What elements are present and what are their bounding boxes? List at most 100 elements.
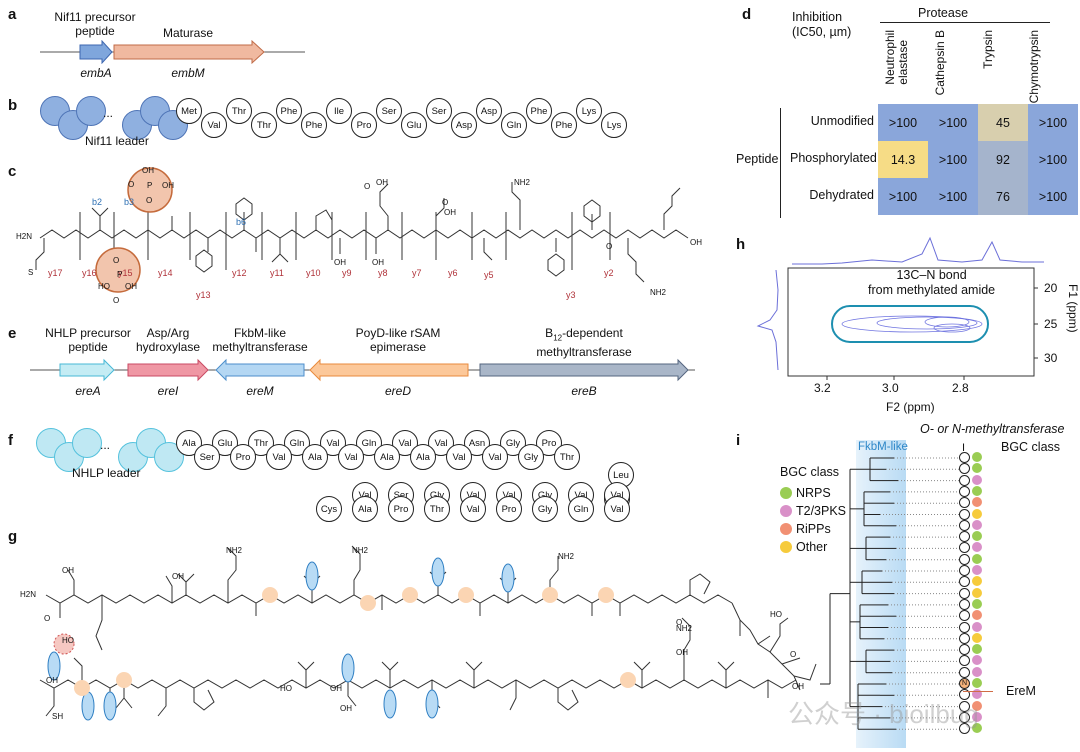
o-methyltransferase-marker — [959, 485, 970, 497]
f1-projection — [756, 269, 779, 371]
watermark: 公众号 · bioilbug — [788, 699, 979, 729]
residue: Pro — [230, 444, 256, 470]
gene-cluster-e — [30, 358, 695, 382]
erem-label: EreM — [1006, 684, 1036, 698]
phospho-group-top — [127, 167, 173, 213]
o-methyltransferase-marker — [959, 700, 970, 712]
peptide-side-label: Peptide — [736, 152, 779, 166]
x-axis-ticks — [826, 376, 965, 380]
residue: Phe — [526, 98, 552, 124]
atom-label: OH — [690, 238, 702, 247]
phospho-atom: O — [113, 256, 120, 265]
heatmap-cell: >100 — [928, 141, 978, 178]
o-methyltransferase-marker — [959, 452, 970, 463]
panel-letter-f: f — [8, 432, 13, 449]
residue: Ala — [302, 444, 328, 470]
o-methyltransferase-marker — [959, 531, 970, 543]
bgc-class-marker — [972, 531, 982, 542]
residue: Met — [176, 98, 202, 124]
heatmap-cell: >100 — [928, 104, 978, 141]
o-methyltransferase-marker — [959, 519, 970, 531]
phosphopeptide-structure — [35, 167, 689, 293]
y-ion-label: y7 — [412, 268, 422, 278]
atom-label: NH2 — [226, 546, 243, 555]
gene-name-ereA: ereA — [75, 384, 101, 398]
y-ion-label: y8 — [378, 268, 388, 278]
residue: Pro — [351, 112, 377, 138]
y-ion-label: y5 — [484, 270, 494, 280]
legend-item: NRPS — [780, 484, 831, 500]
protease-rule — [880, 22, 1050, 23]
y-ion-label: y15 — [118, 268, 133, 278]
atom-label: H2N — [20, 590, 37, 599]
legend-swatch — [780, 486, 792, 499]
residue: Asp — [451, 112, 477, 138]
backbone-lower — [39, 679, 797, 689]
heatmap-cell: >100 — [928, 178, 978, 215]
bgc-class-marker — [972, 497, 982, 508]
atom-label: OH — [676, 648, 688, 657]
residue: Ala — [374, 444, 400, 470]
legend-swatch — [780, 504, 792, 517]
y-ion-label: y12 — [232, 268, 247, 278]
ereb-gene-arrow — [479, 358, 689, 382]
bgc-class-marker — [972, 542, 982, 553]
bgc-class-marker — [972, 644, 982, 655]
phospho-atom: OH — [162, 181, 174, 190]
heatmap-cell: 14.3 — [878, 141, 928, 178]
erem-gene-arrow — [215, 358, 305, 382]
o-methyltransferase-marker: N — [959, 678, 970, 689]
panel-letter-b: b — [8, 97, 18, 114]
emba-gene-arrow — [79, 40, 113, 64]
y-ion-label: y14 — [158, 268, 173, 278]
bgc-class-marker — [972, 678, 982, 688]
atom-label: HO — [280, 684, 292, 693]
residue: Ser — [194, 444, 220, 470]
side-chains-lower — [45, 617, 769, 717]
residue: Ser — [376, 98, 402, 124]
residue: Val — [428, 430, 454, 456]
gene-function-label: FkbM-like methyltransferase — [212, 326, 308, 354]
y-ion-label: y17 — [48, 268, 63, 278]
gene-name-ereM: ereM — [246, 384, 274, 398]
heatmap-cell: >100 — [1028, 141, 1078, 178]
leader-ellipsis: ... — [103, 106, 114, 120]
residue: Lys — [601, 112, 627, 138]
fkbm-clade-label: FkbM-like — [858, 441, 908, 453]
residue: Thr — [251, 112, 277, 138]
phylogenetic-tree — [820, 457, 960, 730]
y-ion-label: y2 — [604, 268, 614, 278]
gene-function-label: NHLP precursor peptide — [45, 326, 131, 354]
residue: Val — [604, 496, 630, 522]
o-methyltransferase-marker — [959, 565, 970, 576]
column-header: Cathepsin B — [933, 30, 947, 96]
y-ion-label: y6 — [448, 268, 458, 278]
fragment-brackets — [79, 212, 611, 270]
backbone-upper — [45, 594, 733, 604]
legend-label: RiPPs — [796, 521, 831, 536]
ered-gene-arrow — [309, 358, 469, 382]
leader-ellipsis: ... — [100, 438, 111, 452]
heatmap-cell: >100 — [1028, 178, 1078, 215]
y-ion-label: y3 — [566, 290, 576, 300]
column-header: Neutrophil elastase — [883, 30, 910, 85]
gene-function-label: PoyD-like rSAM epimerase — [355, 326, 441, 354]
residue: Val — [201, 112, 227, 138]
atom-label: OH — [330, 684, 342, 693]
erei-gene-arrow — [127, 358, 209, 382]
legend-item: RiPPs — [780, 520, 831, 536]
gene-label-emba: embA — [80, 66, 112, 80]
gene-name-ereB: ereB — [571, 384, 597, 398]
atom-label: HO — [62, 636, 74, 645]
leader-label: Nif11 leader — [85, 134, 149, 148]
bgc-class-marker — [972, 711, 982, 722]
atom-label: H2N — [16, 232, 33, 241]
y-tick-25: 25 — [1044, 317, 1058, 331]
y-axis-ticks — [1034, 287, 1038, 359]
heatmap-cell: >100 — [1028, 104, 1078, 141]
residue: Val — [446, 444, 472, 470]
gene-label-embm: embM — [171, 66, 205, 80]
panel-letter-c: c — [8, 163, 17, 180]
bgc-class-marker — [972, 587, 982, 598]
bgc-class-marker — [972, 689, 982, 700]
